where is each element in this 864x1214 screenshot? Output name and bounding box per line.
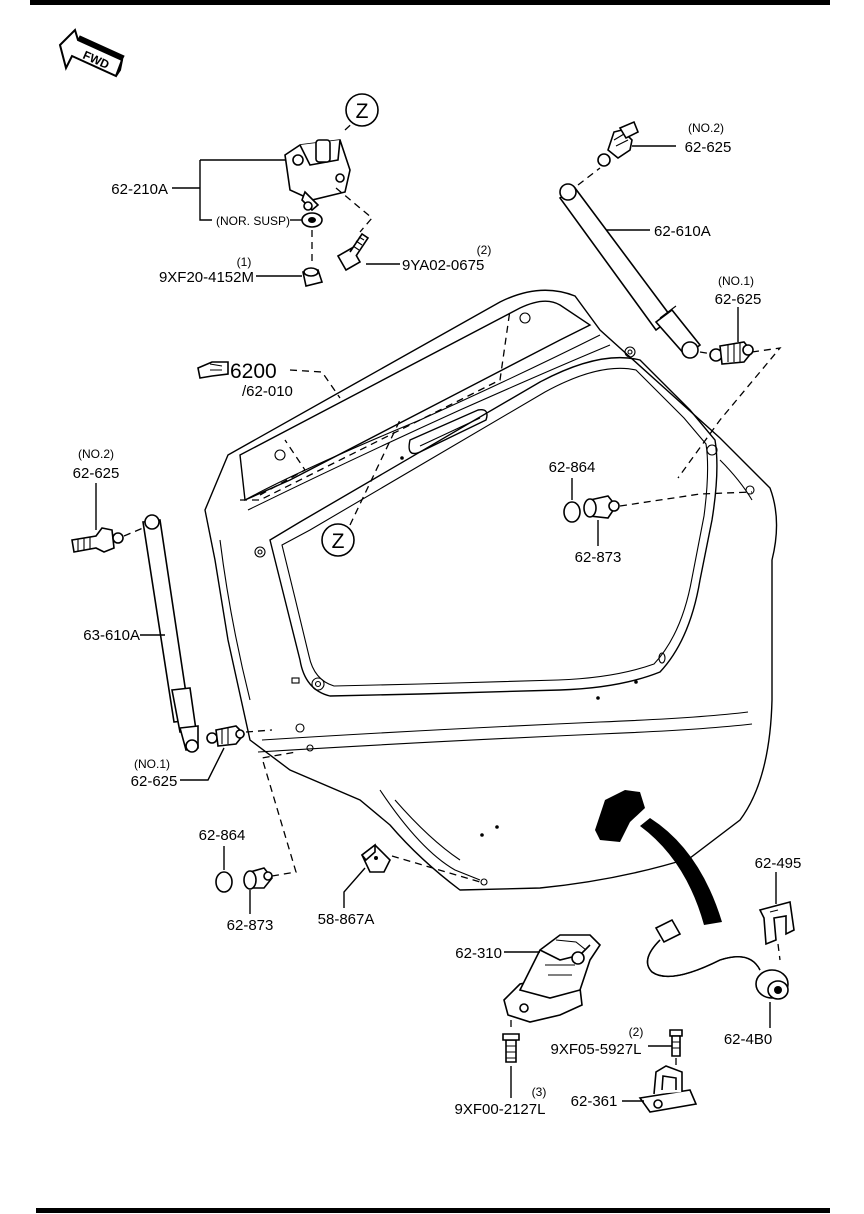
striker-bolt — [669, 1029, 683, 1057]
latch — [503, 934, 602, 1023]
hinge-bolt — [336, 232, 370, 272]
top-border — [30, 0, 830, 5]
cushion-left — [215, 871, 233, 893]
label-nor-susp: (NOR. SUSP) — [216, 214, 290, 228]
latch-pocket — [595, 790, 645, 842]
ball-stud-right-lower — [709, 341, 754, 365]
view-marker-z-bottom-label: Z — [332, 530, 345, 553]
label-latch-bolt: 9XF00-2127L — [455, 1101, 546, 1118]
label-cushion-left: 62-864 — [199, 827, 246, 844]
ball-stud-right-upper — [597, 120, 640, 167]
hinge-washer — [301, 212, 323, 228]
stopper-left — [243, 867, 274, 890]
label-strut-l: 63-610A — [83, 627, 140, 644]
label-bolt: 9YA02-0675 — [402, 257, 484, 274]
strut-right — [558, 183, 702, 359]
view-marker-z-top: Z — [345, 93, 379, 127]
hinge-nut — [302, 267, 324, 287]
latch-bolt — [502, 1033, 520, 1063]
clip — [360, 843, 391, 873]
label-bracket: 62-495 — [755, 855, 802, 872]
view-marker-z-top-label: Z — [356, 100, 369, 123]
label-striker-bolt-qty: (2) — [629, 1025, 644, 1039]
bottom-border — [36, 1208, 830, 1213]
label-latch: 62-310 — [455, 945, 502, 962]
label-strut-r-ball-upper: 62-625 — [685, 139, 732, 156]
label-liftgate-ref-sub: /62-010 — [242, 383, 293, 400]
fwd-arrow-icon: FWD — [58, 28, 125, 78]
ball-stud-left-upper — [71, 527, 124, 553]
stopper-right — [583, 495, 620, 519]
label-strut-r-ball-lower-tag: (NO.1) — [718, 274, 754, 288]
label-stopper-right: 62-873 — [575, 549, 622, 566]
label-striker: 62-361 — [571, 1093, 618, 1110]
pointing-hand-icon — [197, 361, 229, 379]
striker — [638, 1065, 698, 1113]
ball-stud-left-lower — [206, 725, 246, 747]
label-strut-l-ball-upper: 62-625 — [73, 465, 120, 482]
label-liftgate-ref-main: 6200 — [230, 360, 277, 383]
cushion-right — [563, 501, 581, 523]
label-cushion-right: 62-864 — [549, 459, 596, 476]
label-stopper-left: 62-873 — [227, 917, 274, 934]
label-nut: 9XF20-4152M — [159, 269, 254, 286]
switch-bracket — [758, 900, 795, 946]
label-strut-r-ball-upper-tag: (NO.2) — [688, 121, 724, 135]
label-hinge: 62-210A — [111, 181, 168, 198]
hinge — [284, 139, 351, 212]
label-strut-r-ball-lower: 62-625 — [715, 291, 762, 308]
label-latch-bolt-qty: (3) — [532, 1085, 547, 1099]
strut-left — [142, 514, 199, 753]
label-strut-r: 62-610A — [654, 223, 711, 240]
liftgate-panel — [204, 289, 778, 891]
label-striker-bolt: 9XF05-5927L — [551, 1041, 642, 1058]
label-switch: 62-4B0 — [724, 1031, 772, 1048]
label-strut-l-ball-lower: 62-625 — [131, 773, 178, 790]
label-strut-l-ball-upper-tag: (NO.2) — [78, 447, 114, 461]
label-strut-l-ball-lower-tag: (NO.1) — [134, 757, 170, 771]
label-nut-qty: (1) — [237, 255, 252, 269]
detail-arrow — [640, 818, 722, 925]
label-clip: 58-867A — [318, 911, 375, 928]
label-bolt-qty: (2) — [477, 243, 492, 257]
latch-switch — [646, 918, 789, 1000]
view-marker-z-bottom: Z — [321, 523, 355, 557]
